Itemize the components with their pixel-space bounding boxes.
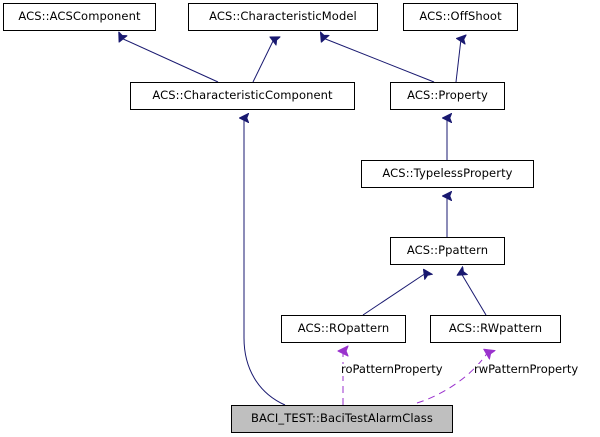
edge-property-to-characteristicmodel — [323, 38, 435, 83]
edge-property-to-offshoot — [456, 39, 461, 83]
class-node-acs-typelessproperty[interactable]: ACS::TypelessProperty — [361, 160, 534, 188]
edge-label-ro-pattern-property: roPatternProperty — [341, 362, 443, 376]
class-node-label: BACI_TEST::BaciTestAlarmClass — [251, 411, 433, 426]
class-node-acs-rwpattern[interactable]: ACS::RWpattern — [430, 315, 561, 343]
edge-ropattern-to-ppattern — [362, 273, 426, 316]
class-node-acs-ropattern[interactable]: ACS::ROpattern — [281, 315, 406, 343]
edge-characteristiccomponent-to-acscomponent — [121, 38, 219, 83]
class-node-acs-characteristiccomponent[interactable]: ACS::CharacteristicComponent — [130, 82, 355, 110]
class-node-acs-property[interactable]: ACS::Property — [390, 82, 505, 110]
edge-characteristiccomponent-to-characteristicmodel — [252, 39, 274, 83]
class-node-label: ACS::ACSComponent — [18, 9, 141, 24]
class-node-label: ACS::CharacteristicComponent — [152, 88, 333, 103]
class-node-baci-test-bacitestalarmclass[interactable]: BACI_TEST::BaciTestAlarmClass — [231, 405, 453, 433]
class-node-label: ACS::ROpattern — [297, 321, 390, 336]
class-node-label: ACS::Property — [407, 88, 488, 103]
class-node-acs-ppattern[interactable]: ACS::Ppattern — [390, 237, 505, 265]
edge-label-rw-pattern-property: rwPatternProperty — [474, 362, 579, 376]
class-node-acs-characteristicmodel[interactable]: ACS::CharacteristicModel — [188, 3, 378, 31]
class-node-acs-offshoot[interactable]: ACS::OffShoot — [403, 3, 518, 31]
class-node-label: ACS::OffShoot — [419, 9, 502, 24]
edge-bacitestalarmclass-to-rwpattern-usage — [416, 352, 488, 404]
edge-label-text: rwPatternProperty — [474, 362, 579, 376]
class-node-label: ACS::RWpattern — [448, 321, 543, 336]
edge-label-text: roPatternProperty — [341, 362, 443, 376]
edge-rwpattern-to-ppattern — [461, 273, 487, 316]
class-node-acs-acscomponent[interactable]: ACS::ACSComponent — [3, 3, 156, 31]
edge-bacitestalarmclass-to-characteristiccomponent — [244, 118, 286, 406]
class-node-label: ACS::CharacteristicModel — [209, 9, 357, 24]
class-node-label: ACS::TypelessProperty — [382, 166, 513, 181]
class-node-label: ACS::Ppattern — [406, 243, 489, 258]
